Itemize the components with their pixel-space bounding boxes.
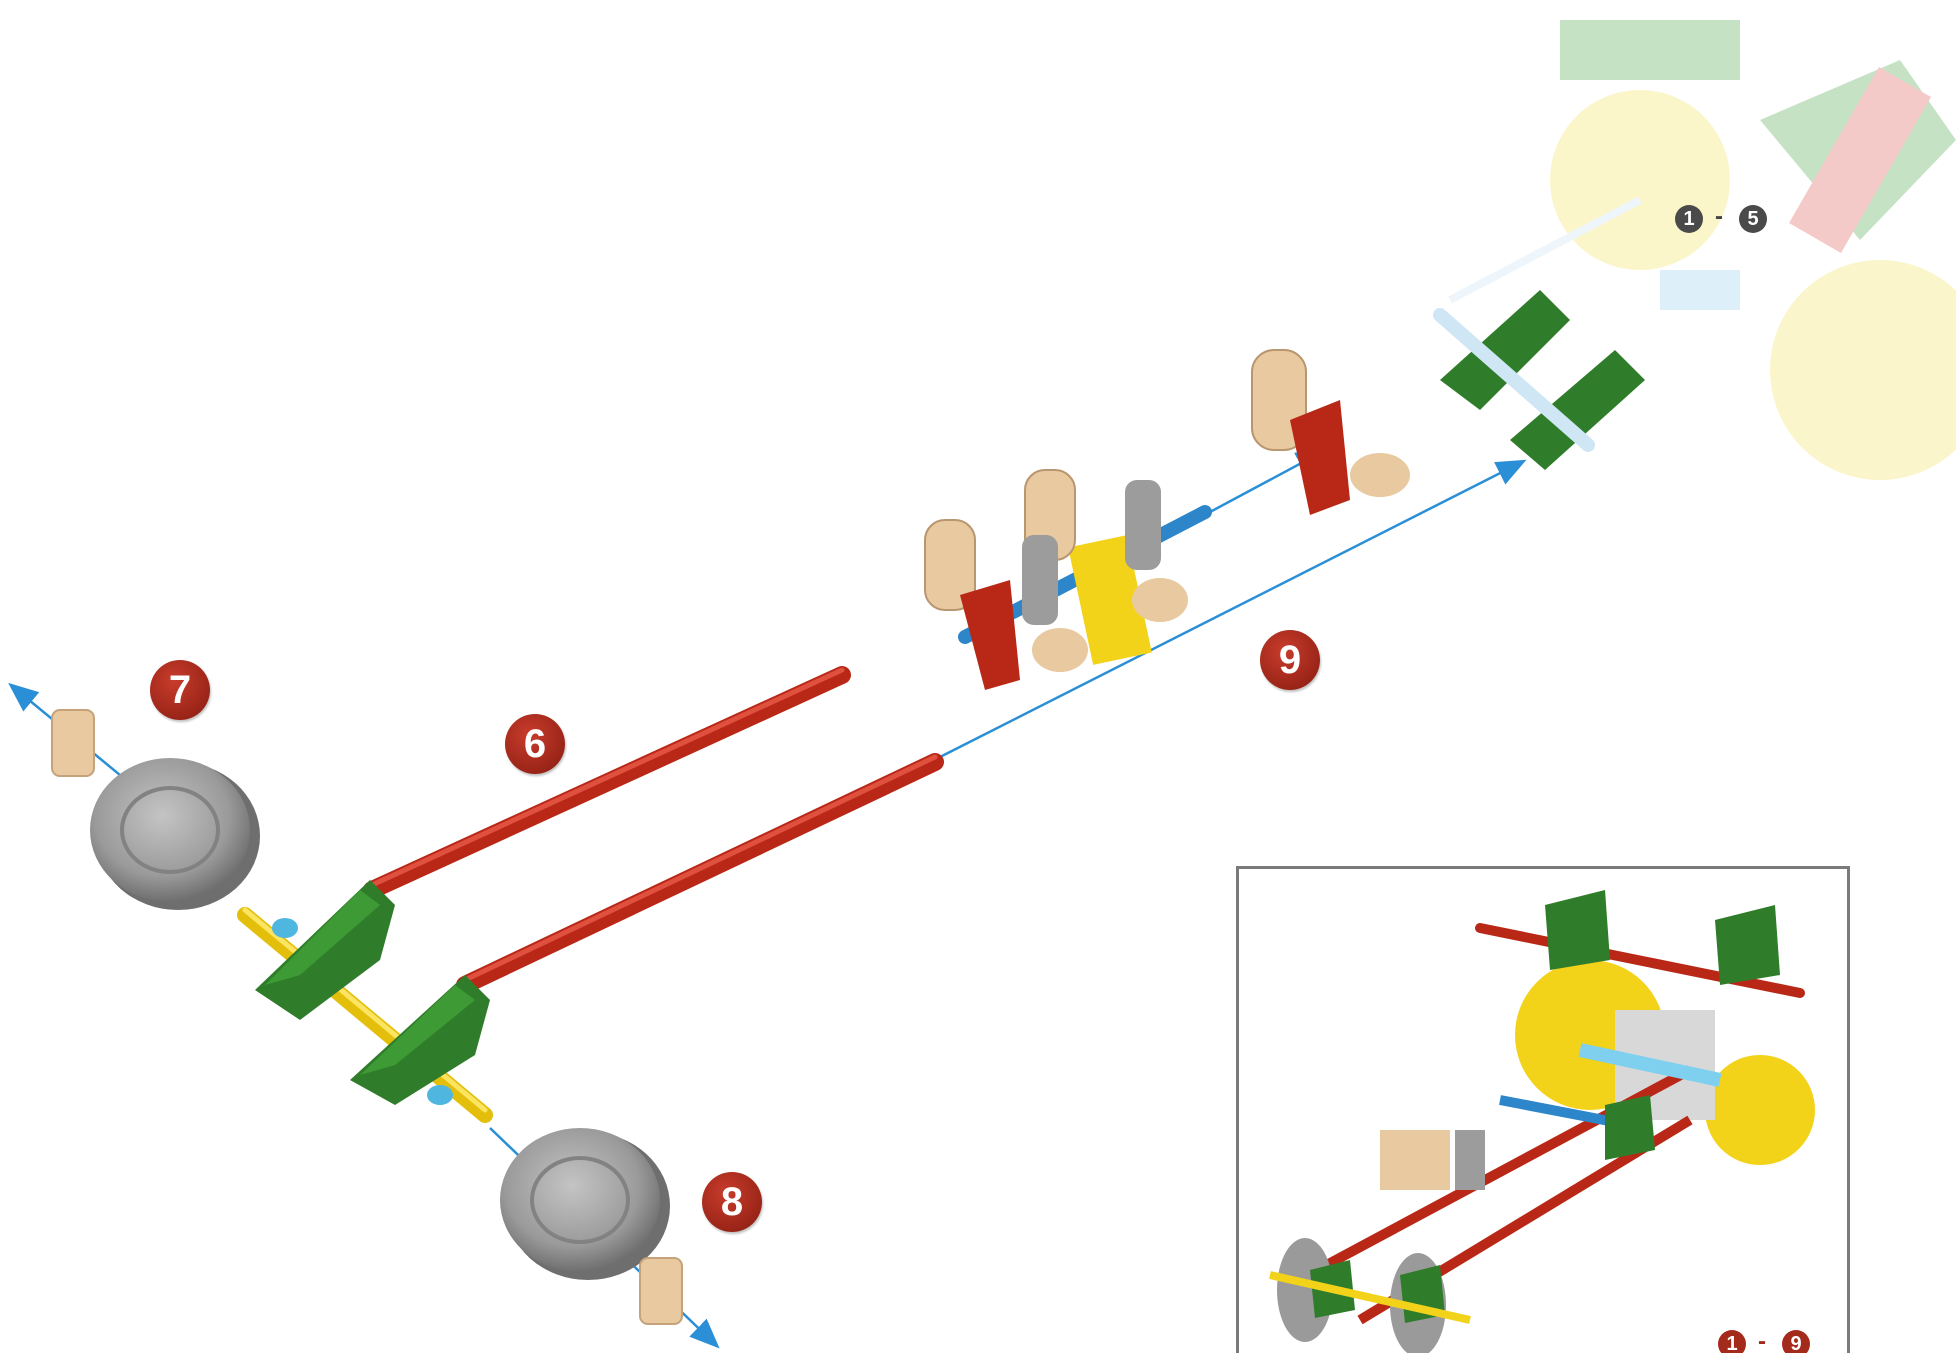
wheel bbox=[500, 1128, 670, 1280]
red-rod bbox=[372, 670, 842, 890]
red-rod bbox=[465, 757, 935, 985]
green-connector bbox=[350, 975, 490, 1105]
range-start-badge: 1 bbox=[1718, 1330, 1746, 1353]
range-separator: - bbox=[1715, 203, 1723, 231]
step-number-badge: 7 bbox=[150, 660, 210, 720]
seat-assembly bbox=[925, 470, 1205, 690]
seat-part bbox=[1252, 350, 1410, 515]
wheel bbox=[90, 758, 260, 910]
previous-model-ghost bbox=[1450, 20, 1956, 480]
tan-cap bbox=[640, 1258, 682, 1324]
range-start-badge: 1 bbox=[1675, 205, 1703, 233]
step-number-badge: 9 bbox=[1260, 630, 1320, 690]
tan-cap bbox=[52, 710, 94, 776]
range-separator: - bbox=[1758, 1330, 1766, 1353]
step-range-inset: 1 - 9 bbox=[1718, 1330, 1828, 1353]
range-end-badge: 9 bbox=[1782, 1330, 1810, 1353]
completed-model-inset bbox=[1236, 866, 1850, 1353]
step-number-badge: 6 bbox=[505, 714, 565, 774]
step-number-badge: 8 bbox=[702, 1172, 762, 1232]
range-end-badge: 5 bbox=[1739, 205, 1767, 233]
step-range-top: 1 - 5 bbox=[1675, 205, 1785, 239]
connector-pair bbox=[1440, 290, 1645, 470]
